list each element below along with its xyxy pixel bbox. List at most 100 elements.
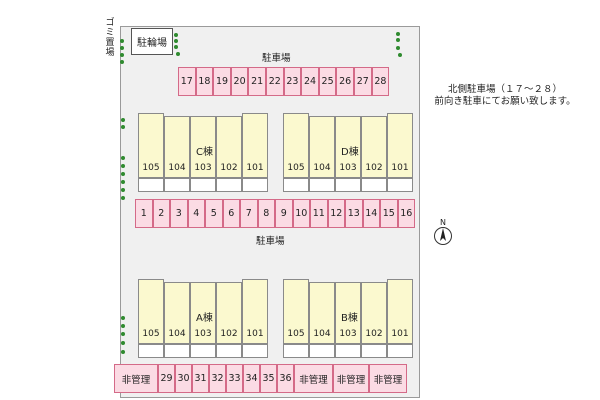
unit-porch: [335, 344, 361, 358]
tree-icon: [176, 52, 180, 56]
compass: N: [432, 218, 454, 246]
tree-icon: [121, 125, 125, 129]
unit-porch: [387, 178, 413, 192]
parking-space: 22: [266, 67, 284, 96]
building-name: B棟: [341, 313, 358, 324]
apartment-unit: 105: [283, 113, 309, 178]
parking-note-line2: 前向き駐車にてお願い致します。: [434, 96, 576, 107]
parking-space: 35: [260, 364, 277, 393]
building-name: A棟: [196, 313, 213, 324]
parking-space: 25: [318, 67, 337, 96]
apartment-unit: 104: [309, 116, 335, 178]
building-name: D棟: [341, 147, 359, 158]
tree-icon: [121, 172, 125, 176]
tree-icon: [396, 32, 400, 36]
apartment-unit: 103: [335, 282, 361, 344]
parking-space: 28: [371, 67, 390, 96]
tree-icon: [120, 60, 124, 64]
unit-porch: [361, 178, 387, 192]
apartment-unit: 101: [242, 113, 268, 178]
parking-space: 21: [248, 67, 266, 96]
unit-porch: [164, 344, 190, 358]
parking-space: 非管理: [369, 364, 407, 393]
parking-space: 10: [292, 199, 310, 228]
parking-space: 24: [301, 67, 319, 96]
parking-space: 27: [354, 67, 372, 96]
parking-space: 1: [135, 199, 153, 228]
apartment-unit: 105: [283, 279, 309, 344]
parking-space: 5: [205, 199, 223, 228]
parking-space: 9: [275, 199, 293, 228]
parking-space: 非管理: [294, 364, 333, 393]
tree-icon: [121, 341, 125, 345]
parking-space: 非管理: [333, 364, 369, 393]
apartment-unit: 102: [216, 116, 242, 178]
compass-icon: [434, 227, 452, 245]
unit-porch: [335, 178, 361, 192]
apartment-unit: 101: [387, 113, 413, 178]
tree-icon: [174, 39, 178, 43]
unit-porch: [283, 344, 309, 358]
parking-space: 6: [222, 199, 240, 228]
parking-space: 12: [327, 199, 345, 228]
compass-n-label: N: [440, 218, 446, 227]
parking-space: 33: [226, 364, 243, 393]
parking-space: 13: [345, 199, 363, 228]
unit-porch: [216, 178, 242, 192]
tree-icon: [121, 164, 125, 168]
unit-porch: [190, 178, 216, 192]
unit-porch: [242, 344, 268, 358]
parking-space: 19: [213, 67, 231, 96]
apartment-unit: 102: [361, 282, 387, 344]
parking-space: 2: [152, 199, 170, 228]
parking-space: 11: [310, 199, 328, 228]
parking-space: 4: [187, 199, 205, 228]
tree-icon: [121, 156, 125, 160]
tree-icon: [120, 39, 124, 43]
unit-porch: [309, 344, 335, 358]
apartment-unit: 103: [190, 282, 216, 344]
unit-porch: [216, 344, 242, 358]
building-name: C棟: [196, 147, 213, 158]
parking-space: 17: [178, 67, 196, 96]
unit-porch: [242, 178, 268, 192]
tree-icon: [174, 33, 178, 37]
parking-space: 23: [283, 67, 302, 96]
tree-icon: [121, 118, 125, 122]
parking-space: 非管理: [114, 364, 158, 393]
unit-porch: [361, 344, 387, 358]
tree-icon: [396, 38, 400, 42]
parking-space: 31: [192, 364, 209, 393]
unit-porch: [164, 178, 190, 192]
bike-parking-label: 駐輪場: [137, 38, 167, 49]
tree-icon: [121, 196, 125, 200]
parking-note: 北側駐車場（１７～２８） 前向き駐車にてお願い致します。: [425, 84, 585, 108]
tree-icon: [121, 332, 125, 336]
garbage-label-text: ゴミ置場: [105, 18, 115, 58]
tree-icon: [174, 45, 178, 49]
tree-icon: [121, 316, 125, 320]
parking-space: 30: [175, 364, 192, 393]
unit-porch: [138, 178, 164, 192]
parking-space: 3: [170, 199, 188, 228]
apartment-unit: 101: [242, 279, 268, 344]
unit-porch: [387, 344, 413, 358]
apartment-unit: 103: [190, 116, 216, 178]
parking-space: 15: [380, 199, 398, 228]
unit-porch: [138, 344, 164, 358]
parking-space: 29: [158, 364, 175, 393]
apartment-unit: 104: [164, 116, 190, 178]
apartment-unit: 105: [138, 279, 164, 344]
apartment-unit: 102: [361, 116, 387, 178]
parking-space: 18: [195, 67, 214, 96]
north-parking-label: 駐車場: [262, 53, 291, 64]
apartment-unit: 104: [164, 282, 190, 344]
apartment-unit: 101: [387, 279, 413, 344]
apartment-unit: 102: [216, 282, 242, 344]
unit-porch: [190, 344, 216, 358]
garbage-area-label: ゴミ置場: [103, 18, 117, 58]
parking-space: 26: [336, 67, 354, 96]
parking-note-line1: 北側駐車場（１７～２８）: [447, 84, 562, 95]
tree-icon: [121, 324, 125, 328]
parking-space: 20: [230, 67, 249, 96]
